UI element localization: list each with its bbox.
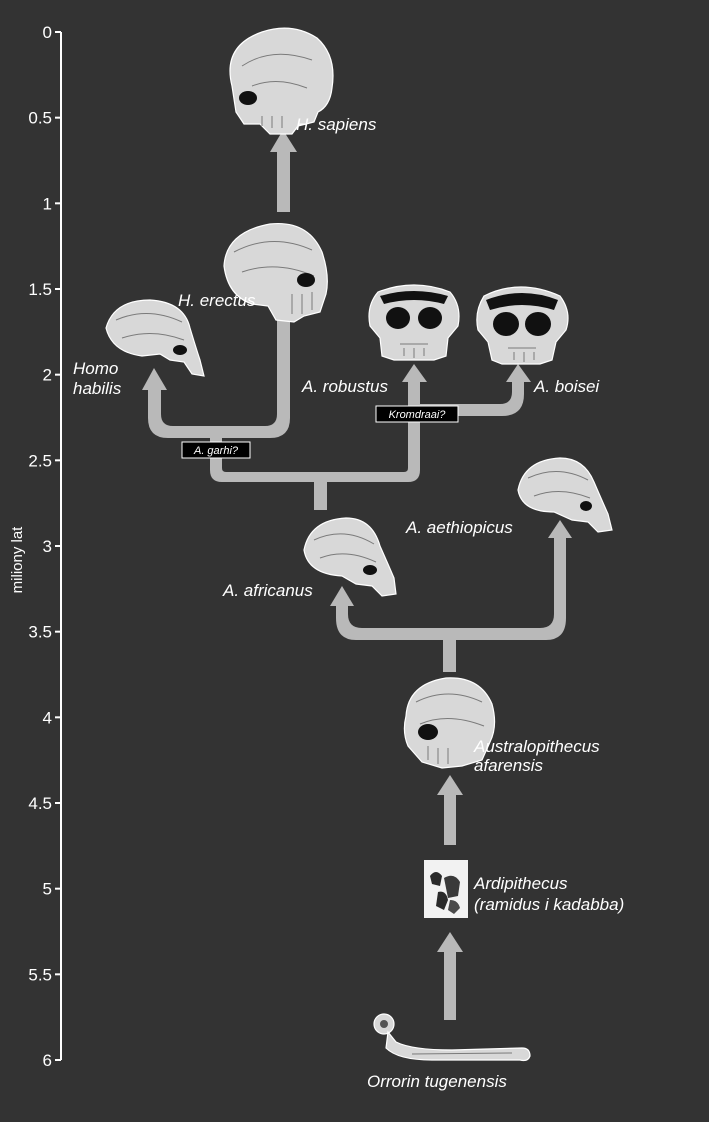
label-kromdraai: Kromdraai?: [389, 409, 447, 421]
skull-icon: [105, 299, 205, 377]
label-homo-habilis-1: Homo: [73, 359, 118, 378]
skull-icon: [229, 27, 334, 135]
skull-icon: [517, 457, 613, 533]
axis-tick-label: 2.5: [28, 451, 52, 470]
label-a-garhi: A. garhi?: [193, 445, 239, 457]
axis-tick-label: 5.5: [28, 965, 52, 984]
skull-icon: [368, 284, 460, 361]
label-ramidus-kadabba: (ramidus i kadabba): [474, 895, 624, 914]
skull-icon: [403, 677, 496, 769]
label-a-boisei: A. boisei: [533, 377, 600, 396]
axis-tick-label: 5: [43, 880, 52, 899]
fossils: [105, 27, 613, 1062]
arrow-orrorin-to-ardipithecus: [437, 932, 463, 1020]
branches: [142, 130, 572, 1020]
axis-ticks: 0 0.5 1 1.5 2 2.5 3 3.5 4 4.5 5 5.5 6: [28, 23, 61, 1070]
time-axis: 0 0.5 1 1.5 2 2.5 3 3.5 4 4.5 5 5.5 6 miliony lat: [9, 23, 62, 1070]
fossil-fragment-icon: [424, 860, 468, 918]
label-australopithecus: Australopithecus: [473, 737, 600, 756]
axis-tick-label: 4.5: [28, 794, 52, 813]
label-homo-habilis-2: habilis: [73, 379, 122, 398]
box-kromdraai: Kromdraai?: [375, 405, 459, 423]
skull-icon: [476, 286, 569, 365]
label-ardipithecus: Ardipithecus: [473, 874, 568, 893]
arrow-ardipithecus-to-afarensis: [437, 775, 463, 845]
label-h-erectus: H. erectus: [178, 291, 256, 310]
arrow-erectus-to-sapiens: [270, 130, 297, 212]
label-afarensis: afarensis: [474, 756, 543, 775]
femur-icon: [373, 1013, 531, 1062]
axis-tick-label: 1.5: [28, 280, 52, 299]
axis-tick-label: 1: [43, 194, 52, 213]
branch-afarensis-split: [330, 520, 572, 672]
boxed-labels: A. garhi? Kromdraai?: [181, 405, 459, 459]
species-labels: H. sapiens H. erectus Homo habilis A. ro…: [73, 115, 624, 1091]
label-a-robustus: A. robustus: [301, 377, 388, 396]
axis-tick-label: 0: [43, 23, 52, 42]
label-h-sapiens: H. sapiens: [296, 115, 377, 134]
label-a-aethiopicus: A. aethiopicus: [405, 518, 513, 537]
axis-tick-label: 6: [43, 1051, 52, 1070]
axis-tick-label: 3: [43, 537, 52, 556]
box-a-garhi: A. garhi?: [181, 441, 251, 459]
axis-tick-label: 0.5: [28, 109, 52, 128]
branch-africanus-split: [210, 380, 420, 510]
label-orrorin: Orrorin tugenensis: [367, 1072, 507, 1091]
label-a-africanus: A. africanus: [222, 581, 313, 600]
axis-title: miliony lat: [9, 526, 26, 594]
axis-tick-label: 2: [43, 366, 52, 385]
skull-icon: [223, 222, 328, 323]
axis-tick-label: 3.5: [28, 623, 52, 642]
axis-tick-label: 4: [43, 708, 52, 727]
skull-icon: [303, 517, 397, 597]
